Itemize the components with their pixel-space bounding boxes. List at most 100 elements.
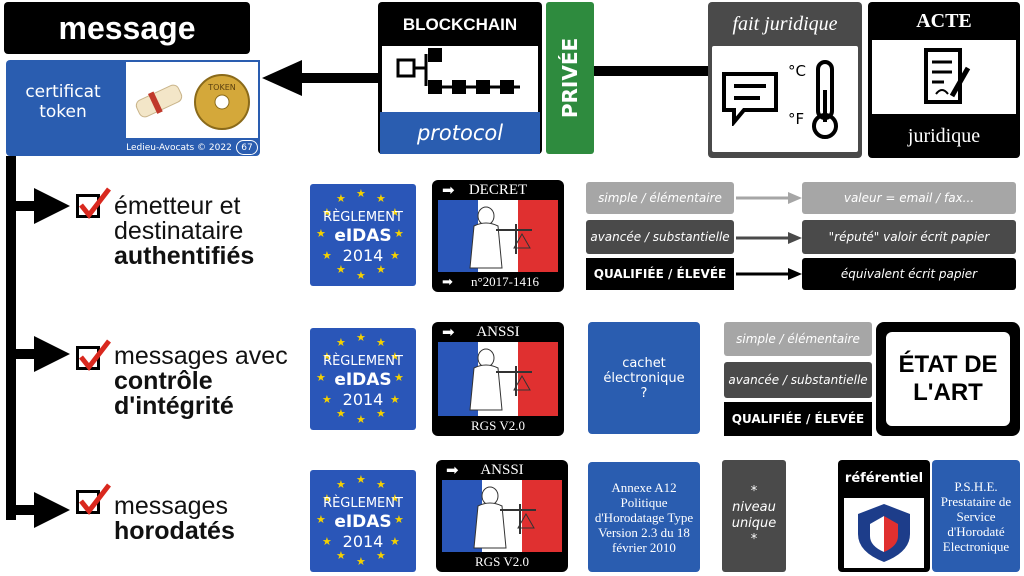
level-qualifiee-label: QUALIFIÉE / ÉLEVÉE bbox=[593, 267, 727, 281]
shield-icon bbox=[858, 504, 910, 562]
fahrenheit-label: °F bbox=[788, 110, 805, 128]
acte-title: ACTE bbox=[868, 4, 1020, 38]
value-repute-label: "réputé" valoir écrit papier bbox=[828, 230, 990, 244]
blockchain-diagram-panel bbox=[382, 46, 538, 112]
row3-line1: messages bbox=[114, 492, 228, 520]
referentiel-logo-panel bbox=[844, 498, 924, 568]
justice-statue-icon bbox=[469, 348, 532, 411]
checkbox-icon bbox=[76, 483, 111, 516]
eidas-line1: RÈGLEMENT bbox=[323, 496, 403, 511]
decret-number: n°2017-1416 bbox=[470, 274, 540, 289]
decret-head: ➡ DECRET bbox=[432, 180, 564, 200]
certificat-line1: certificat bbox=[25, 82, 101, 102]
row1-line3: authentifiés bbox=[114, 242, 255, 270]
row1-line1: émetteur et bbox=[114, 192, 241, 220]
row1-text: émetteur et destinataire authentifiés bbox=[114, 194, 254, 269]
certificat-card: certificat token TOKEN Ledieu-Avocats © … bbox=[6, 60, 260, 156]
anssi-card: ➡ ANSSI RGS V2.0 bbox=[436, 460, 568, 572]
annexe-box: Annexe A12 Politique d'Horodatage Type V… bbox=[588, 462, 700, 572]
anssi-label: ANSSI bbox=[480, 461, 524, 478]
checkbox-icon bbox=[76, 339, 111, 372]
row-horodates: messages horodatés bbox=[74, 483, 304, 546]
arrow-icon: ➡ bbox=[442, 182, 455, 199]
token-coin-icon: TOKEN bbox=[194, 74, 250, 130]
eidas-line1: RÈGLEMENT bbox=[323, 210, 403, 225]
decret-card: ➡ DECRET ➡ n°2017-1416 bbox=[432, 180, 564, 292]
page-number: 67 bbox=[241, 142, 253, 153]
eidas-flag: ★★★ ★★★ ★★★ ★★★ RÈGLEMENT eIDAS 2014 bbox=[310, 470, 416, 572]
arrow-dark-icon bbox=[736, 232, 802, 244]
copyright-text: Ledieu-Avocats © 2022 bbox=[126, 143, 232, 153]
annexe-label: Annexe A12 Politique d'Horodatage Type V… bbox=[594, 479, 694, 555]
level-simple: simple / élémentaire bbox=[724, 322, 872, 356]
level-simple: simple / élémentaire bbox=[586, 182, 734, 214]
row2-line2: contrôle bbox=[114, 367, 213, 395]
rgs-label: RGS V2.0 bbox=[471, 418, 525, 433]
level-qualifiee-label: QUALIFIÉE / ÉLEVÉE bbox=[731, 412, 865, 426]
blockchain-box: BLOCKCHAIN protocol bbox=[378, 2, 542, 154]
celsius-label: °C bbox=[788, 62, 806, 80]
anssi-head: ➡ ANSSI bbox=[432, 322, 564, 342]
value-equivalent: équivalent écrit papier bbox=[802, 258, 1016, 290]
eidas-line2: eIDAS bbox=[334, 370, 392, 390]
privee-box: PRIVÉE bbox=[546, 2, 594, 154]
eidas-line2: eIDAS bbox=[334, 512, 392, 532]
fait-juridique-label: fait juridique bbox=[732, 12, 838, 35]
row3-text: messages horodatés bbox=[114, 494, 235, 544]
acte-box: ACTE juridique bbox=[868, 2, 1020, 158]
chat-bubble-icon bbox=[722, 72, 778, 126]
level-simple-label: simple / élémentaire bbox=[598, 191, 722, 205]
protocol-box: protocol bbox=[380, 112, 540, 154]
anssi-head: ➡ ANSSI bbox=[436, 460, 568, 480]
cachet-box: cachet électronique ? bbox=[588, 322, 700, 434]
level-avancee: avancée / substantielle bbox=[724, 362, 872, 398]
message-title: message bbox=[4, 2, 250, 54]
thermometer-icon bbox=[812, 60, 838, 139]
page-number-badge: 67 bbox=[236, 140, 258, 155]
pshe-label: P.S.H.E. Prestataire de Service d'Horoda… bbox=[940, 478, 1012, 554]
row2-line1: messages avec bbox=[114, 342, 288, 370]
acte-label: ACTE bbox=[916, 9, 972, 32]
decret-foot: ➡ n°2017-1416 bbox=[432, 272, 564, 292]
connector-line bbox=[594, 66, 710, 76]
level-avancee-label: avancée / substantielle bbox=[728, 373, 868, 387]
level-qualifiee: QUALIFIÉE / ÉLEVÉE bbox=[586, 258, 734, 290]
row-authentifies: émetteur et destinataire authentifiés bbox=[74, 187, 304, 270]
diploma-icon bbox=[135, 84, 183, 118]
coin-text: TOKEN bbox=[207, 83, 235, 92]
anssi-foot: RGS V2.0 bbox=[436, 552, 568, 572]
row2-text: messages avec contrôle d'intégrité bbox=[114, 344, 288, 419]
value-repute: "réputé" valoir écrit papier bbox=[802, 220, 1016, 254]
fait-juridique-box: fait juridique °C °F bbox=[708, 2, 862, 158]
referentiel-card: référentiel bbox=[838, 460, 930, 572]
certificat-label: certificat token bbox=[10, 74, 116, 130]
arrow-icon: ➡ bbox=[442, 324, 455, 341]
pshe-box: P.S.H.E. Prestataire de Service d'Horoda… bbox=[932, 460, 1020, 572]
eidas-flag: ★★★ ★★★ ★★★ ★★★ RÈGLEMENT eIDAS 2014 bbox=[310, 184, 416, 286]
anssi-label: ANSSI bbox=[476, 323, 520, 340]
level-qualifiee: QUALIFIÉE / ÉLEVÉE bbox=[724, 402, 872, 436]
checkbox-icon bbox=[76, 187, 111, 220]
blockchain-title: BLOCKCHAIN bbox=[378, 8, 542, 42]
eidas-line1: RÈGLEMENT bbox=[323, 354, 403, 369]
level-simple-label: simple / élémentaire bbox=[736, 332, 860, 346]
arrow-left-icon bbox=[262, 60, 382, 96]
row3-line2: horodatés bbox=[114, 517, 235, 545]
value-equivalent-label: équivalent écrit papier bbox=[840, 267, 978, 281]
justice-statue-icon bbox=[473, 486, 536, 549]
blockchain-icon bbox=[396, 48, 520, 94]
eidas-line3: 2014 bbox=[342, 246, 384, 265]
arrow-icon: ➡ bbox=[442, 274, 453, 289]
fait-juridique-panel: °C °F bbox=[712, 46, 858, 152]
arrow-right-icon bbox=[6, 188, 70, 224]
referentiel-title: référentiel bbox=[838, 462, 930, 494]
rgs-label: RGS V2.0 bbox=[475, 554, 529, 569]
niveau-label: * niveau unique * bbox=[731, 484, 777, 547]
value-email-label: valeur = email / fax... bbox=[843, 191, 975, 205]
anssi-card: ➡ ANSSI RGS V2.0 bbox=[432, 322, 564, 436]
juridique-label: juridique bbox=[907, 124, 981, 147]
certificat-image-panel: TOKEN bbox=[124, 60, 260, 140]
privee-label: PRIVÉE bbox=[558, 37, 582, 119]
anssi-foot: RGS V2.0 bbox=[432, 416, 564, 436]
certificat-line2: token bbox=[39, 102, 87, 122]
